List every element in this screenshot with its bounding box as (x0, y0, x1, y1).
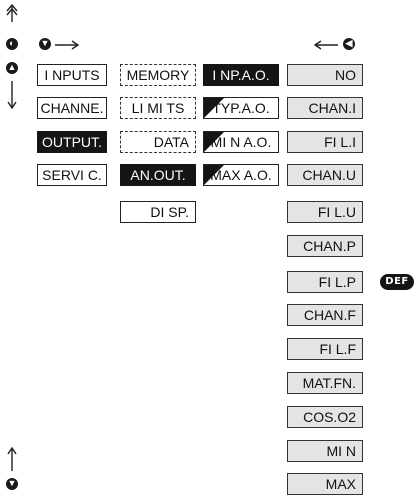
menu-min-analog-output-label: MI N A.O. (210, 134, 272, 150)
option-chan-p[interactable]: CHAN.P (287, 235, 363, 257)
default-badge: DEF (380, 274, 414, 290)
up-arrow-icon (7, 446, 17, 471)
down-circle-icon: ▼ (39, 38, 51, 50)
corner-mark (204, 165, 224, 185)
enter-circle-icon: ◐ (6, 38, 18, 50)
option-no[interactable]: NO (287, 64, 363, 86)
option-chan-u[interactable]: CHAN.U (287, 164, 363, 186)
menu-max-analog-output-label: MAX A.O. (210, 167, 272, 183)
menu-input-analog-output[interactable]: I NP.A.O. (203, 64, 279, 86)
menu-service[interactable]: SERVI C. (37, 164, 107, 186)
option-max[interactable]: MAX (287, 473, 363, 495)
menu-data[interactable]: DATA (120, 131, 196, 153)
menu-inputs[interactable]: I NPUTS (37, 64, 107, 86)
right-arrow-icon (55, 40, 80, 50)
menu-limits[interactable]: LI MI TS (120, 97, 196, 119)
option-fil-f[interactable]: FI L.F (287, 338, 363, 360)
menu-display[interactable]: DI SP. (120, 201, 196, 223)
menu-analog-output-selected[interactable]: AN.OUT. (120, 164, 196, 186)
menu-type-analog-output[interactable]: TYP.A.O. (203, 97, 279, 119)
menu-type-analog-output-label: TYP.A.O. (212, 100, 270, 116)
menu-memory[interactable]: MEMORY (120, 64, 196, 86)
option-fil-p[interactable]: FI L.P (287, 271, 363, 293)
left-circle-icon: ◀ (343, 38, 355, 50)
option-mat-fn[interactable]: MAT.FN. (287, 372, 363, 394)
menu-min-analog-output[interactable]: MI N A.O. (203, 131, 279, 153)
up-circle-icon: ▲ (6, 62, 18, 74)
double-up-arrow-icon (6, 3, 18, 22)
corner-mark (204, 132, 224, 152)
menu-max-analog-output[interactable]: MAX A.O. (203, 164, 279, 186)
menu-output-selected[interactable]: OUTPUT. (37, 131, 107, 153)
option-chan-i[interactable]: CHAN.I (287, 97, 363, 119)
option-fil-u[interactable]: FI L.U (287, 201, 363, 223)
menu-channels[interactable]: CHANNE. (37, 97, 107, 119)
down-circle-icon: ▼ (6, 478, 18, 490)
option-chan-f[interactable]: CHAN.F (287, 304, 363, 326)
option-fil-i[interactable]: FI L.I (287, 131, 363, 153)
option-min[interactable]: MI N (287, 440, 363, 462)
left-arrow-icon (313, 40, 338, 50)
down-arrow-icon (7, 81, 17, 110)
corner-mark (204, 98, 224, 118)
option-cos-o2[interactable]: COS.O2 (287, 406, 363, 428)
